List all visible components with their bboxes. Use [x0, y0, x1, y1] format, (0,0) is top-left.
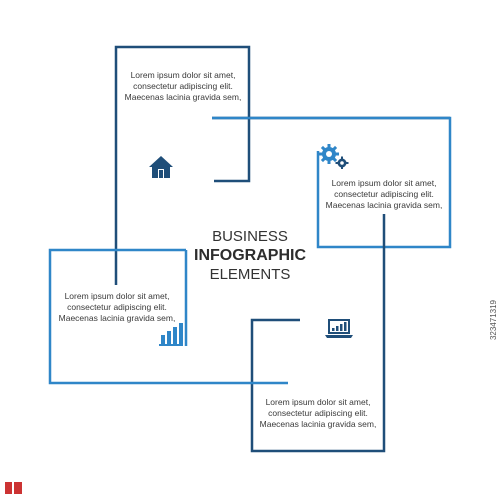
bottom-block-line-2: consectetur adipiscing elit.	[268, 408, 368, 418]
laptop-chart-icon	[325, 319, 353, 338]
right-block-line-3: Maecenas lacinia gravida sem,	[325, 200, 443, 210]
watermark-id: 323471319	[489, 300, 498, 341]
top-block-line-2: consectetur adipiscing elit.	[133, 81, 233, 91]
right-block-text: Lorem ipsum dolor sit amet, consectetur …	[320, 178, 448, 211]
right-block-frame	[212, 116, 452, 249]
left-block-line-1: Lorem ipsum dolor sit amet,	[64, 291, 170, 301]
title-line-infographic: INFOGRAPHIC	[194, 247, 306, 264]
gears-icon	[319, 144, 349, 169]
bottom-block-line-1: Lorem ipsum dolor sit amet,	[265, 397, 371, 407]
house-icon	[149, 156, 173, 178]
top-block-text: Lorem ipsum dolor sit amet, consectetur …	[118, 70, 248, 103]
top-block-line-1: Lorem ipsum dolor sit amet,	[130, 70, 236, 80]
bottom-block-line-3: Maecenas lacinia gravida sem,	[259, 419, 377, 429]
bar-chart-icon	[159, 323, 183, 346]
left-block-frame	[48, 248, 288, 385]
left-block-line-2: consectetur adipiscing elit.	[67, 302, 167, 312]
stock-logo-icon	[5, 482, 22, 494]
right-connector-line	[250, 214, 386, 453]
bottom-block-text: Lorem ipsum dolor sit amet, consectetur …	[254, 397, 382, 430]
right-block-line-2: consectetur adipiscing elit.	[334, 189, 434, 199]
left-block-line-3: Maecenas lacinia gravida sem,	[58, 313, 176, 323]
title-line-elements: ELEMENTS	[209, 266, 291, 283]
infographic-title: BUSINESS INFOGRAPHIC ELEMENTS	[150, 228, 350, 284]
left-block-text: Lorem ipsum dolor sit amet, consectetur …	[52, 291, 182, 324]
right-block-line-1: Lorem ipsum dolor sit amet,	[331, 178, 437, 188]
title-line-business: BUSINESS	[212, 228, 288, 245]
top-block-line-3: Maecenas lacinia gravida sem,	[124, 92, 242, 102]
